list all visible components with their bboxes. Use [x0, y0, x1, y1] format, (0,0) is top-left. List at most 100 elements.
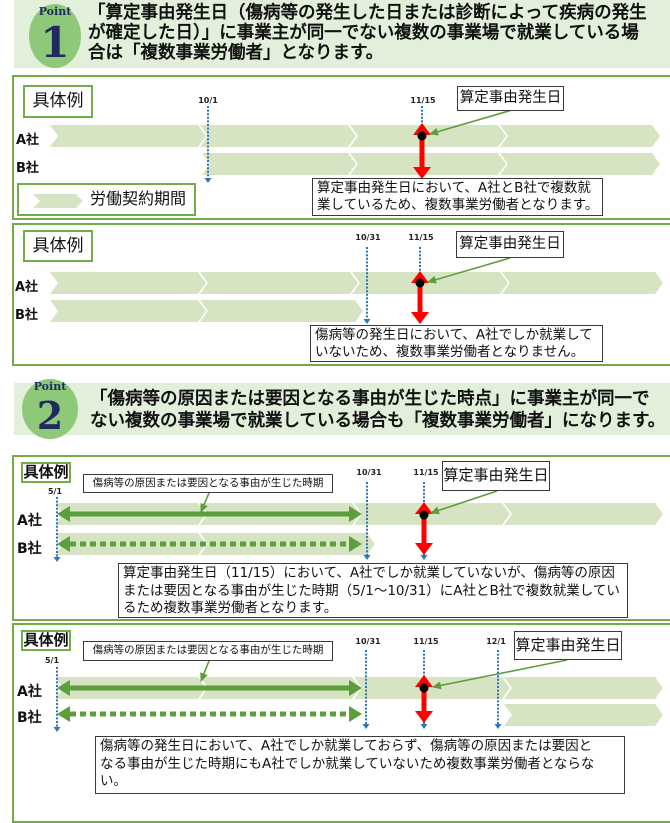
- cause-callout-pointer-arrow: [200, 492, 210, 513]
- point1-badge-label: Point: [38, 5, 72, 18]
- date-marker-arrowhead: [363, 555, 371, 560]
- callout-pointer-arrow: [427, 257, 511, 284]
- point1-title-line: が確定した日）」に事業主が同一でない複数の事業場で就業している場: [88, 23, 639, 43]
- calc-date-dot: [419, 510, 429, 520]
- note-line: または要因となる事由が生じた時期（5/1～10/31）にA社とB社で複数就業して…: [123, 582, 620, 599]
- arrowhead-left: [57, 506, 70, 522]
- arrowhead-right: [349, 506, 362, 522]
- calc-date-callout: 算定事由発生日: [442, 461, 550, 491]
- legend-label: 労働契約期間: [90, 189, 187, 208]
- arrowhead-right: [349, 706, 362, 722]
- company-b-label: B社: [16, 161, 39, 176]
- cause-period-arrow-a: [57, 506, 362, 522]
- date-marker-arrowhead: [204, 178, 212, 183]
- date-label: 10/31: [356, 468, 382, 477]
- cause-period-callout: 傷病等の原因または要因となる事由が生じた時期: [83, 474, 333, 493]
- note-line: い。: [100, 773, 127, 789]
- contract-bar-b-segment: [202, 153, 356, 175]
- example-4-diagram: [53, 650, 663, 732]
- point1-title-line: 「算定事由発生日（傷病等の発生した日または診断によって疾病の発生: [88, 3, 647, 23]
- date-label: 11/15: [413, 637, 439, 646]
- point2-title: 「傷病等の原因または要因となる事由が生じた時点」に事業主が同一で ない複数の事業…: [90, 388, 665, 432]
- date-marker-arrowhead: [363, 319, 371, 324]
- calc-date-callout: 算定事由発生日: [456, 231, 564, 258]
- example-note: 算定事由発生日において、A社とB社で複数就 業しているため、複数事業労働者となり…: [312, 178, 603, 216]
- point2-title-line: ない複数の事業場で就業している場合も「複数事業労働者」になります。: [90, 411, 666, 431]
- date-label: 11/15: [413, 468, 439, 477]
- company-a-label: A社: [16, 133, 40, 148]
- arrowhead-down: [415, 711, 433, 723]
- calc-date-double-arrow: [415, 502, 433, 555]
- note-line: なる事由が生じた時期にもA社でしか就業していないため複数事業労働者とならな: [100, 755, 595, 772]
- date-marker-arrowhead: [53, 557, 61, 562]
- contract-bar-a-segment: [200, 125, 356, 147]
- arrowhead-down: [413, 167, 431, 179]
- point2-banner: [14, 383, 670, 435]
- cause-period-callout: 傷病等の原因または要因となる事由が生じた時期: [83, 641, 333, 661]
- example-3-frame: [12, 455, 670, 621]
- calc-date-dot: [415, 278, 425, 288]
- arrowhead-up: [415, 502, 433, 514]
- cause-callout-pointer-arrow: [200, 660, 210, 682]
- note-line: 業しているため、複数事業労働者となります。: [317, 197, 599, 213]
- calc-date-double-arrow: [411, 271, 429, 324]
- contract-bar-a-segment: [502, 272, 663, 294]
- contract-bar-b-segment: [500, 153, 660, 175]
- example-label: 具体例: [23, 85, 93, 118]
- arrowhead-down: [415, 543, 433, 555]
- note-line: 算定事由発生日（11/15）において、A社でしか就業していないが、傷病等の原因: [123, 565, 615, 581]
- point2-title-line: 「傷病等の原因または要因となる事由が生じた時点」に事業主が同一で: [90, 389, 650, 409]
- company-a-label: A社: [17, 684, 42, 700]
- date-label: 11/15: [408, 233, 434, 242]
- example-1-frame: [12, 75, 670, 220]
- cause-period-dashed-arrow-b: [57, 536, 362, 552]
- date-marker-arrowhead: [53, 727, 61, 732]
- date-label: 5/1: [44, 656, 60, 665]
- arrow-shaft: [419, 134, 425, 168]
- arrowhead-left: [57, 706, 70, 722]
- calc-date-callout: 算定事由発生日: [457, 86, 564, 111]
- arrow-shaft: [421, 513, 427, 544]
- point1-title-line: 合は「複数事業労働者」となります。: [88, 43, 384, 63]
- company-a-label: A社: [17, 513, 42, 529]
- example-label: 具体例: [21, 462, 71, 483]
- example-label: 具体例: [23, 230, 93, 262]
- arrowhead-right: [349, 680, 362, 696]
- company-a-label: A社: [15, 280, 39, 295]
- date-label: 10/1: [198, 96, 218, 105]
- arrowhead-left: [57, 536, 70, 552]
- date-label: 11/15: [410, 96, 436, 105]
- callout-pointer-arrow: [429, 109, 513, 136]
- contract-bar-a-segment: [354, 677, 510, 699]
- date-marker-arrowhead: [362, 724, 370, 729]
- example-label: 具体例: [21, 630, 71, 651]
- arrow-shaft: [417, 282, 423, 314]
- note-line: 傷病等の発生日において、A社でしか就業して: [315, 327, 593, 343]
- date-marker-arrowhead: [420, 724, 428, 729]
- calc-date-dot: [417, 131, 427, 141]
- example-2-frame: [12, 223, 670, 366]
- example-note: 傷病等の発生日において、A社でしか就業しておらず、傷病等の原因または要因と なる…: [95, 736, 625, 794]
- contract-bar-a-segment: [50, 272, 206, 294]
- calc-date-double-arrow: [415, 675, 433, 723]
- arrowhead-down: [411, 312, 429, 324]
- calc-date-dot: [419, 683, 429, 693]
- arrowhead-up: [411, 271, 429, 283]
- arrow-shaft: [421, 686, 427, 713]
- example-note: 傷病等の発生日において、A社でしか就業して いないため、複数事業労働者となりませ…: [310, 325, 603, 362]
- date-marker-arrowhead: [494, 724, 502, 729]
- contract-bar-a-segment: [200, 272, 358, 294]
- company-b-label: B社: [15, 308, 38, 323]
- contract-bar-a-segment: [352, 272, 508, 294]
- timeline-diagrams: [50, 106, 663, 732]
- point2-badge-number: 2: [36, 393, 64, 438]
- point1-banner: [14, 0, 670, 68]
- contract-bar-b-segment: [50, 300, 206, 322]
- calc-date-double-arrow: [413, 123, 431, 179]
- note-line: 傷病等の発生日において、A社でしか就業しておらず、傷病等の原因または要因と: [100, 738, 593, 754]
- note-line: るため複数事業労働者となります。: [123, 600, 338, 616]
- arrowhead-up: [415, 675, 433, 687]
- note-line: 算定事由発生日において、A社とB社で複数就: [317, 180, 591, 196]
- note-line: いないため、複数事業労働者となりません。: [315, 344, 585, 360]
- contract-bar-b-segment: [200, 533, 375, 555]
